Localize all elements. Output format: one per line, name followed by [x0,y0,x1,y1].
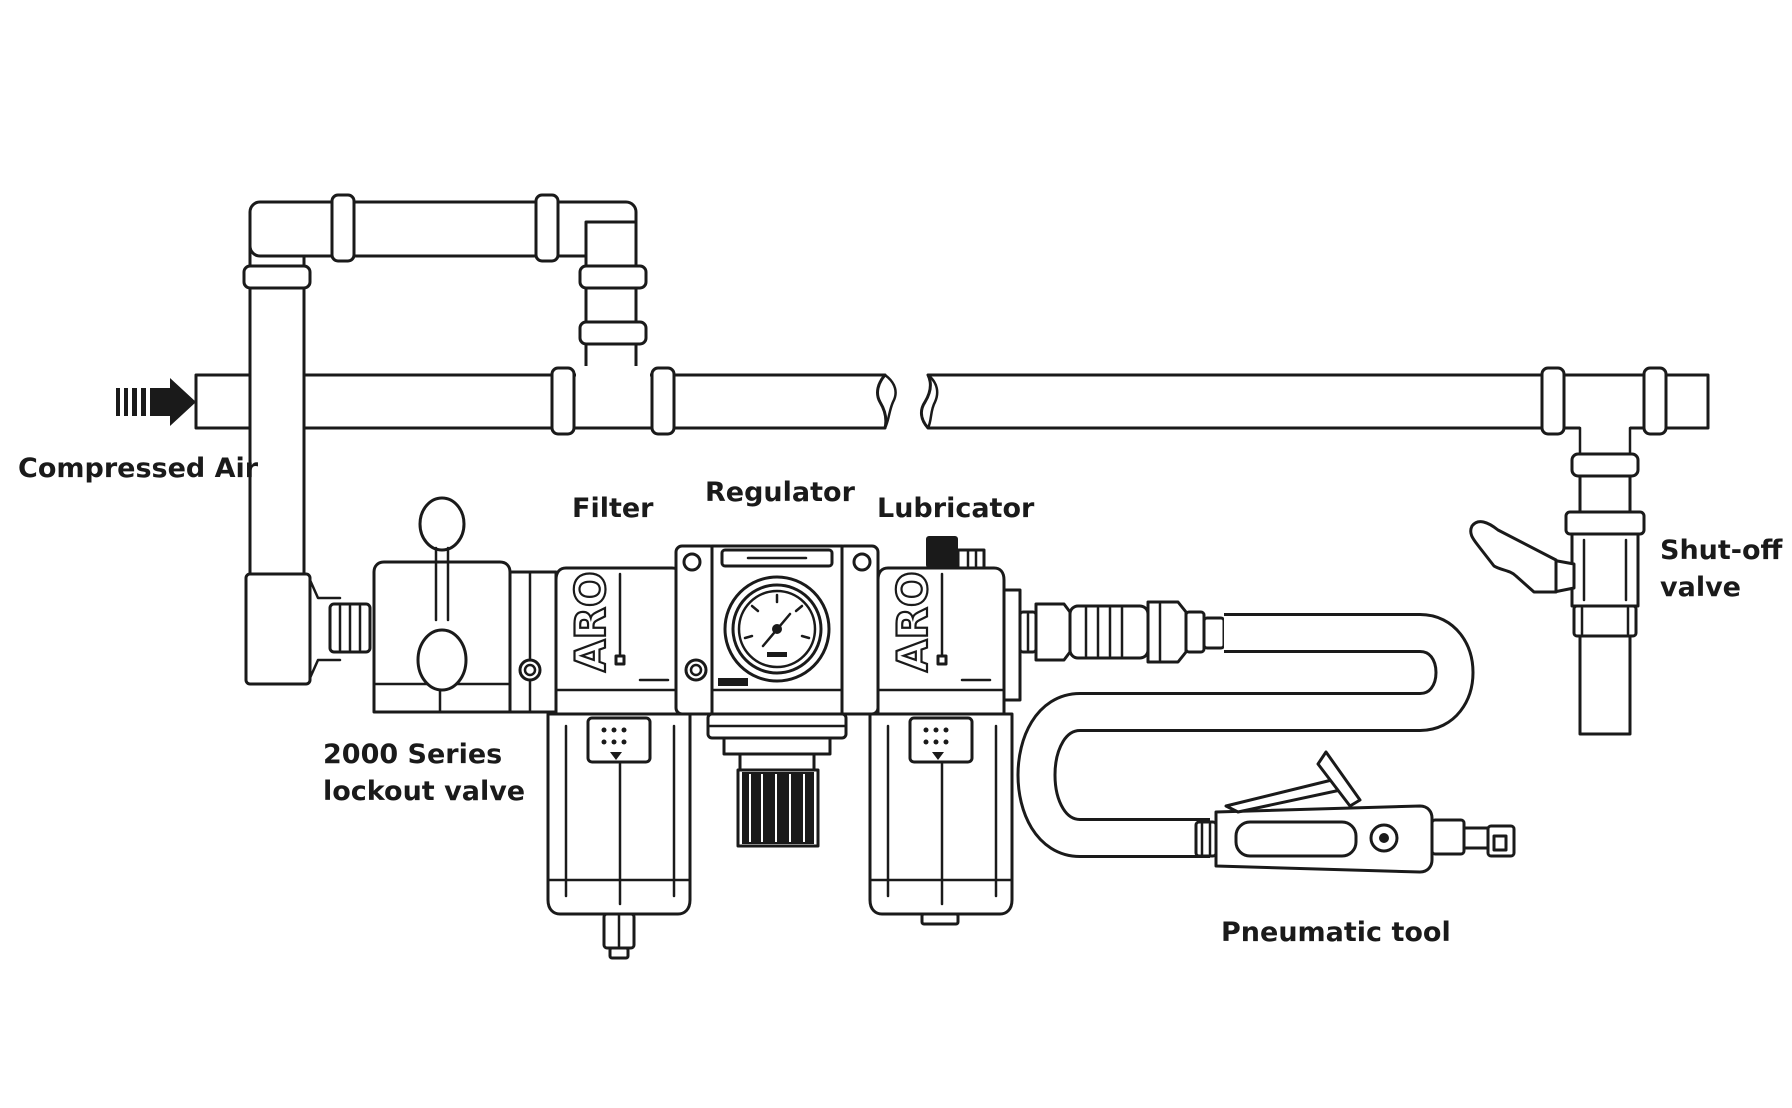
pressure-gauge-icon [723,575,831,683]
lubricator-unit: ARO [868,536,1022,926]
label-shutoff-valve: Shut-off valve [1660,535,1783,603]
regulator-unit [674,544,880,848]
label-lubricator: Lubricator [877,493,1035,524]
filter-unit: ARO [546,566,692,960]
bypass-loop-pipe [242,193,676,686]
regulator-knob-icon [742,772,814,844]
shutoff-handle-icon [1469,520,1558,594]
shutoff-valve [1469,366,1668,736]
label-lockout-valve: 2000 Series lockout valve [323,739,526,807]
label-regulator: Regulator [705,477,855,508]
air-hose [1016,613,1475,858]
main-air-line [194,373,1710,430]
pneumatic-tool [1194,750,1516,874]
label-compressed-air: Compressed Air [18,453,259,484]
filter-logo: ARO [566,571,615,672]
lockout-valve [328,496,558,714]
label-filter: Filter [572,493,654,524]
label-pneumatic-tool: Pneumatic tool [1221,917,1451,948]
airflow-arrow-icon [116,378,196,426]
quick-coupler [1018,600,1226,664]
lubricator-logo: ARO [888,571,937,672]
